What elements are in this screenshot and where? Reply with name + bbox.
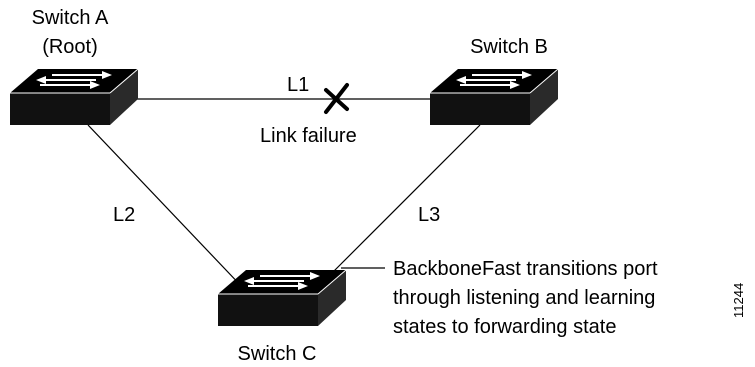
callout-line-3: states to forwarding state <box>393 316 616 338</box>
switch-a-label: Switch A <box>32 7 109 29</box>
link-l2 <box>87 124 246 291</box>
switch-a-icon <box>9 68 139 126</box>
link-failure-label: Link failure <box>260 125 357 147</box>
callout-line-2: through listening and learning <box>393 287 655 309</box>
link-l3-label: L3 <box>418 204 440 226</box>
x-mark-icon <box>324 83 349 114</box>
switch-a-root-label: (Root) <box>42 36 98 58</box>
link-l3 <box>329 124 481 276</box>
link-l1-label: L1 <box>287 74 309 96</box>
link-l2-label: L2 <box>113 204 135 226</box>
switch-b-icon <box>429 68 559 126</box>
figure-id: 11244 <box>731 283 746 318</box>
switch-c-label: Switch C <box>238 343 317 365</box>
callout-line-1: BackboneFast transitions port <box>393 258 658 280</box>
switch-c-icon <box>217 269 347 327</box>
switch-b-label: Switch B <box>470 36 548 58</box>
